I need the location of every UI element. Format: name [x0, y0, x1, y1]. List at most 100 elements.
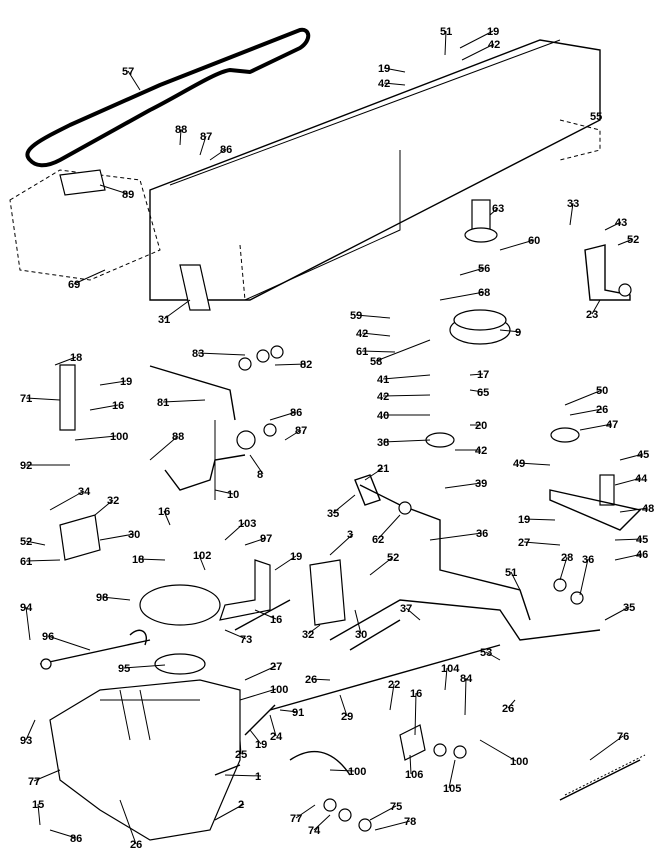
leader-line: [369, 805, 397, 821]
leader-line: [382, 439, 431, 443]
part-number-label: 95: [118, 663, 130, 675]
part-number-label: 78: [404, 816, 416, 828]
part-number-label: 3: [347, 529, 353, 541]
part-number-label: 29: [341, 711, 353, 723]
leader-line: [239, 688, 277, 701]
part-number-label: 45: [636, 534, 648, 546]
leader-line: [469, 389, 484, 393]
leader-line: [25, 606, 31, 641]
part-number-label: 49: [513, 458, 525, 470]
part-number-label: 51: [440, 26, 452, 38]
leader-line: [604, 606, 630, 621]
leader-line: [361, 350, 396, 353]
part-number-label: 97: [260, 533, 272, 545]
part-number-label: 62: [372, 534, 384, 546]
leader-line: [25, 559, 61, 562]
part-number-label: 94: [20, 602, 33, 614]
leader-line: [617, 238, 634, 246]
part-number-label: 104: [441, 663, 460, 675]
leader-line: [439, 291, 485, 301]
part-number-label: 57: [122, 66, 134, 78]
springs: [214, 704, 646, 801]
leader-line: [523, 518, 556, 521]
leader-line: [209, 148, 227, 161]
leader-line: [310, 678, 331, 681]
part-number-label: 32: [107, 495, 119, 507]
part-number-label: 31: [158, 314, 170, 326]
part-number-label: 61: [356, 346, 368, 358]
leader-line: [383, 82, 406, 86]
leader-line: [274, 555, 297, 571]
leader-line: [382, 394, 431, 397]
leader-line: [279, 709, 299, 713]
leader-line: [409, 754, 412, 775]
leader-line: [332, 494, 356, 514]
part-number-label: 18: [132, 554, 144, 566]
leader-line: [127, 70, 141, 91]
leader-line: [589, 735, 624, 761]
part-number-label: 27: [270, 661, 282, 673]
part-number-label: 26: [596, 404, 608, 416]
part-number-label: 60: [528, 235, 540, 247]
leader-line: [614, 477, 642, 486]
leader-line: [444, 30, 447, 56]
part-number-label: 93: [20, 735, 32, 747]
leader-line: [405, 607, 421, 621]
part-number-label: 2: [238, 799, 244, 811]
part-number-label: 58: [370, 356, 382, 368]
part-number-label: 103: [238, 518, 256, 530]
leader-line: [269, 714, 277, 737]
leader-line: [224, 522, 245, 541]
leader-line: [224, 629, 247, 640]
part-number-label: 89: [122, 189, 134, 201]
part-number-label: 33: [567, 198, 579, 210]
part-number-label: 40: [377, 410, 389, 422]
leader-line: [269, 411, 297, 421]
leader-line: [73, 269, 106, 285]
leader-line: [355, 314, 391, 319]
part-number-label: 63: [492, 203, 504, 215]
leader-line: [163, 299, 191, 320]
part-number-label: 27: [518, 537, 530, 549]
leader-line: [119, 799, 137, 845]
leader-line: [464, 677, 467, 716]
leader-line: [579, 558, 589, 596]
leader-line: [49, 829, 77, 839]
part-number-label: 16: [158, 506, 170, 518]
part-number-label: 100: [270, 684, 288, 696]
part-number-label: 77: [28, 776, 40, 788]
part-number-label: 59: [350, 310, 362, 322]
part-number-label: 50: [596, 385, 608, 397]
part-number-label: 48: [642, 503, 654, 515]
part-number-label: 15: [32, 799, 44, 811]
part-number-label: 91: [292, 707, 304, 719]
part-number-label: 38: [377, 437, 389, 449]
leader-line: [614, 553, 643, 561]
electric-clutch: [425, 199, 642, 531]
part-number-label: 61: [20, 556, 32, 568]
hardware: [238, 345, 584, 832]
leader-line: [461, 43, 495, 61]
part-number-label: 52: [627, 234, 639, 246]
part-number-label: 37: [400, 603, 412, 615]
part-number-label: 30: [355, 629, 367, 641]
leader-line: [249, 454, 264, 475]
part-number-label: 30: [128, 529, 140, 541]
part-number-label: 36: [582, 554, 594, 566]
leader-line: [99, 533, 135, 541]
leader-line: [49, 490, 85, 511]
part-number-label: 35: [623, 602, 635, 614]
leader-line: [214, 803, 245, 821]
part-number-label: 92: [20, 460, 32, 472]
part-number-label: 73: [240, 634, 252, 646]
leader-line: [295, 804, 316, 819]
leader-line: [25, 397, 61, 401]
part-number-label: 53: [480, 647, 492, 659]
part-number-label: 26: [305, 674, 317, 686]
leader-line: [444, 667, 448, 691]
part-number-label: 88: [172, 431, 184, 443]
leader-line: [389, 683, 395, 711]
part-number-label: 68: [478, 287, 490, 299]
